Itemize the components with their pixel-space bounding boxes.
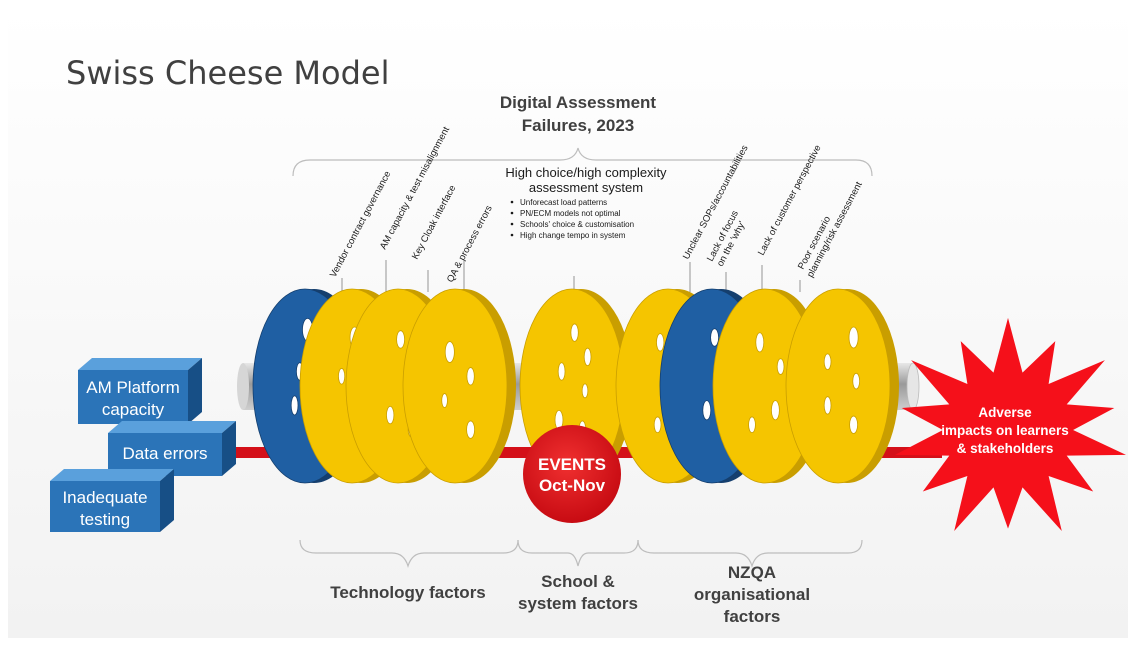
box-top-face xyxy=(50,469,174,481)
hazard-am-platform: AM Platform capacity xyxy=(78,358,202,424)
slice-hole xyxy=(755,332,765,353)
tube-cap-right xyxy=(906,362,920,411)
slice-hole xyxy=(656,333,665,352)
box-side-face xyxy=(160,469,174,532)
header-line-2: Failures, 2023 xyxy=(522,116,634,135)
slice-hole xyxy=(581,383,589,399)
system-bullet: PN/ECM models not optimal xyxy=(520,209,621,218)
starburst-shape xyxy=(895,317,1126,531)
hazard-testing-line-2: testing xyxy=(80,510,130,529)
slice-hole xyxy=(290,395,299,416)
top-brace xyxy=(292,147,873,177)
slice-hole xyxy=(776,358,785,375)
group-nzqa-line-2: organisational xyxy=(694,585,810,604)
hazard-data-errors: Data errors xyxy=(108,421,236,476)
outcome-line-3: & stakeholders xyxy=(957,441,1054,456)
slice-hole xyxy=(848,326,859,349)
outcome-line-2: impacts on learners xyxy=(941,423,1069,438)
slice-hole xyxy=(653,416,662,434)
cheese-slices xyxy=(252,288,899,484)
outcome-starburst: Adverse impacts on learners & stakeholde… xyxy=(895,317,1126,531)
slice-face xyxy=(402,288,508,484)
hazard-testing-line-1: Inadequate xyxy=(62,488,147,507)
group-nzqa-line-3: factors xyxy=(724,607,781,626)
slice-hole xyxy=(748,416,756,434)
slice-hole xyxy=(466,367,475,386)
hazard-am-line-2: capacity xyxy=(102,400,165,419)
slice-hole xyxy=(338,368,346,385)
slice-hole xyxy=(396,330,406,349)
bullet-dot xyxy=(510,233,514,237)
slice-hole xyxy=(386,405,395,425)
brace-nzqa xyxy=(637,539,863,569)
system-bullet: Schools' choice & customisation xyxy=(520,220,634,229)
box-front-face xyxy=(108,433,222,476)
system-line-2: assessment system xyxy=(529,180,643,195)
system-bullets: Unforecast load patterns PN/ECM models n… xyxy=(510,198,634,240)
slice-hole xyxy=(570,323,579,342)
group-school-line-1: School & xyxy=(541,572,615,591)
box-top-face xyxy=(108,421,236,433)
hazard-inadequate-testing: Inadequate testing xyxy=(50,469,174,532)
yellow-slice xyxy=(785,288,899,484)
events-circle xyxy=(523,425,621,523)
system-bullet: High change tempo in system xyxy=(520,231,626,240)
header-line-1: Digital Assessment xyxy=(500,93,657,112)
events-line-1: EVENTS xyxy=(538,455,606,474)
slice-hole xyxy=(710,328,720,347)
slice-hole xyxy=(702,400,712,421)
group-nzqa-line-1: NZQA xyxy=(728,563,776,582)
system-line-1: High choice/high complexity xyxy=(505,165,667,180)
box-top-face xyxy=(78,358,202,370)
tube-cap-left xyxy=(237,363,249,410)
bullet-dot xyxy=(510,222,514,226)
bullet-dot xyxy=(510,200,514,204)
hazard-boxes: AM Platform capacity Data errors Inadequ… xyxy=(50,358,236,532)
brace-school xyxy=(517,539,639,567)
slice-hole xyxy=(466,420,476,439)
brace-technology xyxy=(299,539,519,569)
yellow-slice xyxy=(402,288,516,484)
slice-hole xyxy=(823,396,832,415)
slice-hole xyxy=(444,341,455,363)
slice-hole xyxy=(823,353,832,371)
box-side-face xyxy=(188,358,202,424)
slice-face xyxy=(785,288,891,484)
hazard-am-line-1: AM Platform xyxy=(86,378,180,397)
box-side-face xyxy=(222,421,236,476)
slide-title: Swiss Cheese Model xyxy=(66,54,390,92)
slice-hole xyxy=(849,415,859,434)
box-front-face xyxy=(78,370,188,424)
hazard-data-errors-label: Data errors xyxy=(122,444,207,463)
slice-hole xyxy=(441,393,448,408)
box-front-face xyxy=(50,481,160,532)
outcome-line-1: Adverse xyxy=(978,405,1032,420)
slice-hole xyxy=(770,400,780,421)
slice-hole xyxy=(557,362,566,381)
group-technology: Technology factors xyxy=(330,583,486,602)
bullet-dot xyxy=(510,211,514,215)
events-ball: EVENTS Oct-Nov xyxy=(523,425,621,523)
slice-hole xyxy=(852,372,861,390)
system-bullet: Unforecast load patterns xyxy=(520,198,607,207)
slice-hole xyxy=(583,347,592,367)
events-line-2: Oct-Nov xyxy=(539,476,606,495)
group-school-line-2: system factors xyxy=(518,594,638,613)
